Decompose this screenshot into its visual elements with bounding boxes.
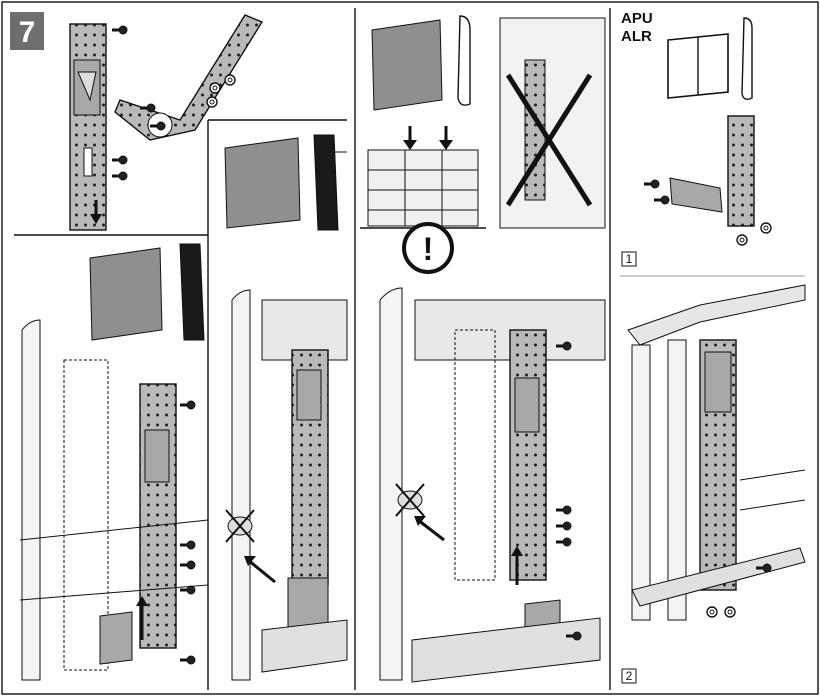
bolt-icon <box>642 178 661 190</box>
nut-icon <box>706 606 718 618</box>
warning-icon: ! <box>402 222 454 274</box>
detail-label-2: 2 <box>621 668 637 684</box>
svg-text:!: ! <box>423 231 434 267</box>
variant-label-apu: APU <box>621 10 653 27</box>
bolt-icon <box>178 654 197 666</box>
strut-assembly-top <box>69 14 264 231</box>
bolt-icon <box>110 154 129 166</box>
bolt-icon <box>554 536 573 548</box>
not-allowed-cross-icon <box>225 509 255 543</box>
svg-text:1: 1 <box>626 252 633 266</box>
detail-label-1: 1 <box>621 251 637 267</box>
bolt-icon <box>178 559 197 571</box>
nut-icon <box>209 82 221 94</box>
nut-icon <box>224 74 236 86</box>
step-number: 7 <box>19 16 36 49</box>
nut-icon <box>724 606 736 618</box>
bolt-icon <box>652 194 671 206</box>
variant-apu-alr-detail <box>667 17 755 227</box>
variant-label-alr: ALR <box>621 28 652 45</box>
not-allowed-cross-icon <box>505 73 593 207</box>
bolt-icon <box>110 24 129 36</box>
bolt-icon <box>178 399 197 411</box>
nut-icon <box>206 96 218 108</box>
svg-text:2: 2 <box>626 669 633 683</box>
door-section-middle <box>224 134 348 681</box>
bolt-icon <box>110 170 129 182</box>
nut-icon <box>760 222 772 234</box>
not-allowed-cross-icon <box>395 483 425 517</box>
bolt-icon <box>554 504 573 516</box>
bolt-icon <box>178 539 197 551</box>
door-section-left <box>19 243 209 681</box>
bolt-icon <box>554 520 573 532</box>
variant-frame-detail <box>627 284 806 621</box>
nut-icon <box>736 234 748 246</box>
step-badge: 7 <box>10 12 44 50</box>
